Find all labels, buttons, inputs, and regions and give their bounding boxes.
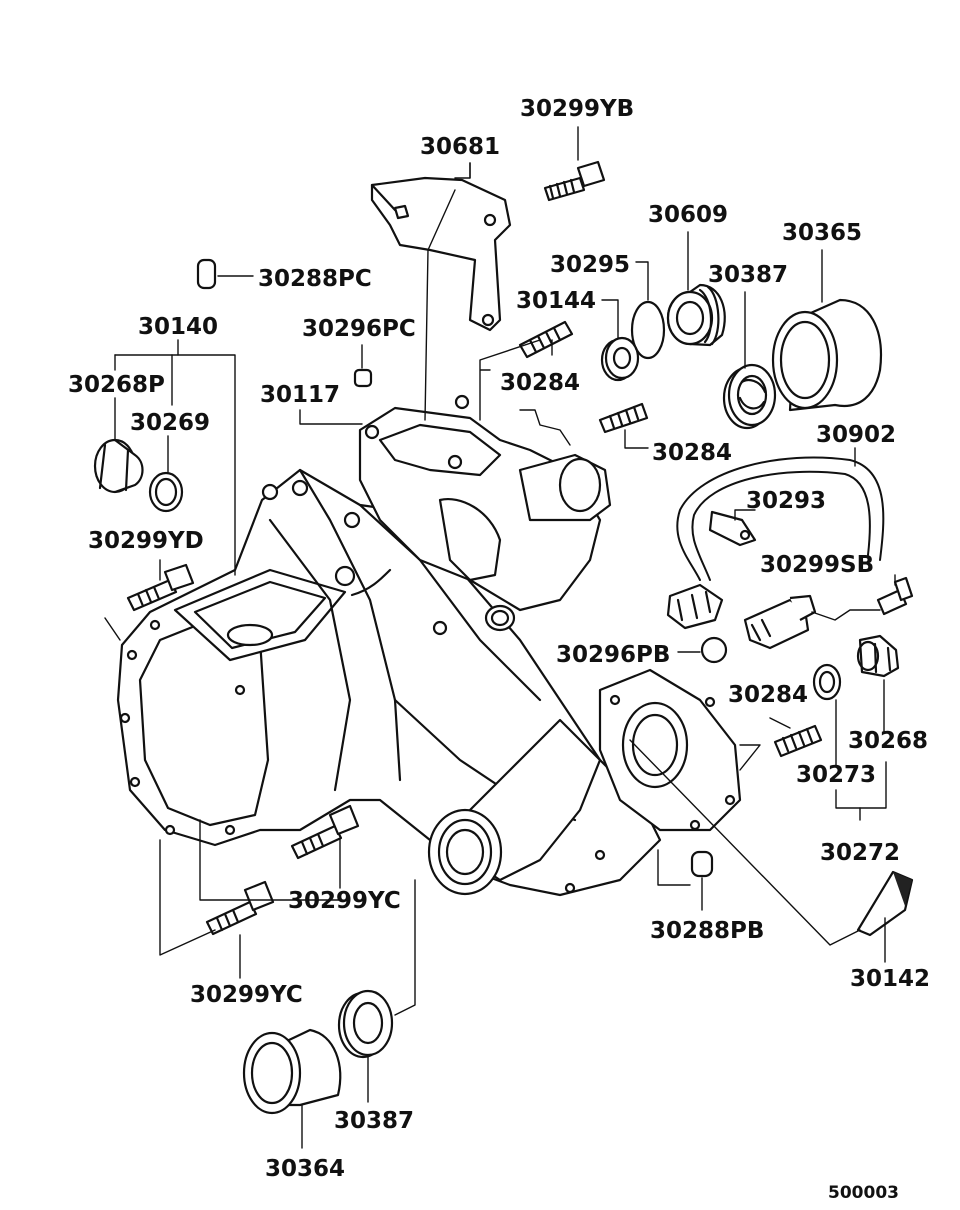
label-30284-a: 30284 [500, 370, 580, 396]
label-30284-b: 30284 [652, 440, 732, 466]
plug-30268 [856, 634, 900, 678]
bracket-30142 [856, 870, 914, 937]
label-30299YD: 30299YD [88, 528, 204, 554]
label-30299SB: 30299SB [760, 552, 874, 578]
label-30299YC-b: 30299YC [190, 982, 303, 1008]
sleeve-30609 [666, 283, 726, 347]
clip-30293 [708, 510, 757, 547]
label-30284-c: 30284 [728, 682, 808, 708]
bolt-30299YC-b [205, 880, 275, 936]
stud-30284-b [598, 402, 649, 434]
oil-seal-30387-lower [337, 989, 394, 1059]
label-30117: 30117 [260, 382, 340, 408]
label-30288PB: 30288PB [650, 918, 764, 944]
cover-30365 [771, 298, 882, 412]
bolt-30299YD [126, 563, 195, 612]
label-30299YC-a: 30299YC [288, 888, 401, 914]
label-30268P: 30268P [68, 372, 165, 398]
label-30387-lower: 30387 [334, 1108, 414, 1134]
gasket-30273 [812, 663, 842, 701]
label-30144: 30144 [516, 288, 596, 314]
label-30288PC: 30288PC [258, 266, 372, 292]
label-30296PB: 30296PB [556, 642, 670, 668]
label-30293: 30293 [746, 488, 826, 514]
label-30681: 30681 [420, 134, 500, 160]
stud-30284-a [518, 320, 574, 359]
bolt-30299YB [543, 160, 606, 202]
label-30268: 30268 [848, 728, 928, 754]
label-30142: 30142 [850, 966, 930, 992]
label-30299YB: 30299YB [520, 96, 634, 122]
label-30295: 30295 [550, 252, 630, 278]
washer-30269 [148, 471, 184, 513]
label-30296PC: 30296PC [302, 316, 416, 342]
harness-30902 [666, 456, 885, 630]
plug-30296PB [700, 636, 728, 664]
label-30269: 30269 [130, 410, 210, 436]
label-30609: 30609 [648, 202, 728, 228]
dowel-30288PB [690, 850, 714, 878]
dowel-30288PC [196, 258, 217, 290]
label-30272: 30272 [820, 840, 900, 866]
adapter-housing-30117 [358, 394, 612, 632]
transfer-case-housing [116, 468, 742, 897]
label-30902: 30902 [816, 422, 896, 448]
diagram-reference-code: 500003 [828, 1183, 899, 1203]
bearing-30144 [600, 336, 640, 382]
leader-lines [104, 126, 896, 1149]
speed-sensor [743, 594, 817, 650]
oil-seal-30387-upper [722, 363, 777, 430]
stud-30284-c [773, 724, 823, 758]
label-30140: 30140 [138, 314, 218, 340]
bracket-30681 [370, 176, 512, 332]
bolt-30299SB [876, 576, 914, 616]
label-30387-upper: 30387 [708, 262, 788, 288]
bolt-30299YC-a [290, 804, 360, 860]
label-30273: 30273 [796, 762, 876, 788]
cover-30364 [242, 1028, 342, 1115]
plug-30296PC [353, 368, 373, 388]
plug-30268P [93, 438, 144, 494]
label-30365: 30365 [782, 220, 862, 246]
part-labels: 30299YB 30681 30609 30365 30295 30387 30… [68, 96, 930, 1203]
label-30364: 30364 [265, 1156, 345, 1182]
snap-ring-30295 [630, 300, 666, 360]
